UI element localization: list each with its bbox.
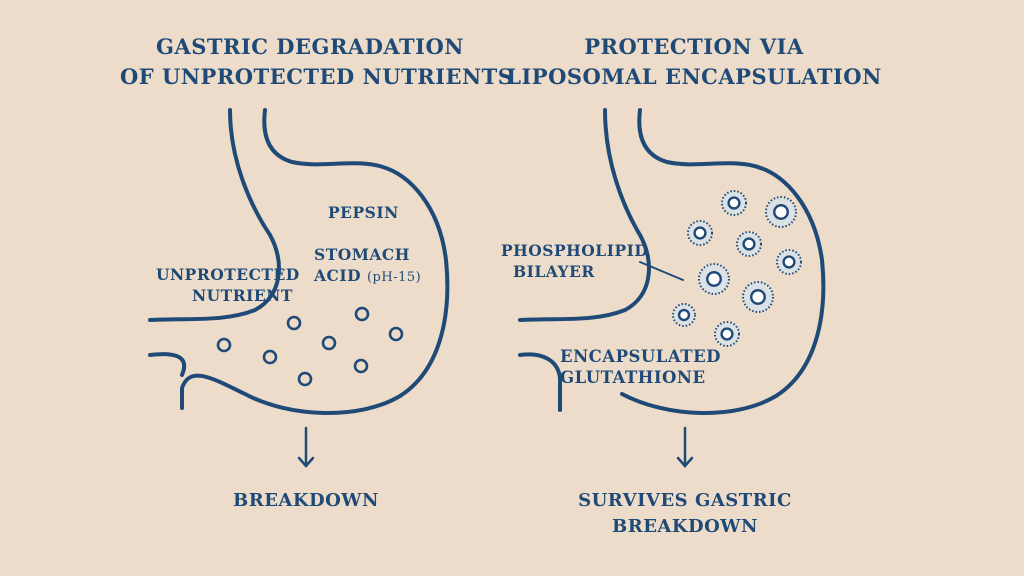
- nutrient-particle: [354, 306, 370, 322]
- right-result-line1: SURVIVES GASTRIC: [578, 490, 792, 511]
- nutrient-particle: [353, 358, 369, 374]
- stomach-acid-line1: STOMACH: [314, 245, 410, 264]
- right-esophagus-inner: [620, 108, 826, 416]
- left-result-label: BREAKDOWN: [233, 490, 379, 511]
- left-esophagus-outer: [148, 108, 281, 322]
- stomach-acid-ph: (pH-15): [366, 270, 422, 285]
- bilayer-pointer-line: [639, 261, 684, 281]
- encapsulated-line2: GLUTATHIONE: [560, 368, 706, 387]
- nutrient-particle: [286, 315, 302, 331]
- unprotected-nutrient-line1: UNPROTECTED: [156, 265, 300, 284]
- right-title-line2: LIPOSOMAL ENCAPSULATION: [506, 64, 882, 89]
- left-down-arrow: [297, 426, 315, 468]
- liposome: [714, 321, 740, 347]
- nutrient-particle: [262, 349, 278, 365]
- phospholipid-line2: BILAYER: [513, 262, 595, 281]
- right-result-line2: BREAKDOWN: [612, 516, 758, 537]
- nutrient-particle: [321, 335, 337, 351]
- encapsulated-glutathione-label: ENCAPSULATED GLUTATHIONE: [560, 346, 721, 388]
- left-nutrient-group: [216, 306, 404, 387]
- right-result-label: SURVIVES GASTRIC BREAKDOWN: [565, 488, 805, 540]
- liposome: [672, 303, 696, 327]
- stomach-acid-line2: ACID (pH-15): [314, 265, 421, 288]
- stomach-acid-label: STOMACH ACID (pH-15): [314, 244, 421, 288]
- left-stomach: [148, 108, 450, 416]
- right-esophagus-outer: [518, 108, 651, 322]
- liposome: [742, 281, 774, 313]
- right-liposome-group: [672, 190, 802, 347]
- unprotected-nutrient-label: UNPROTECTED NUTRIENT: [156, 264, 300, 306]
- unprotected-nutrient-line2: NUTRIENT: [192, 286, 293, 305]
- left-panel-title: GASTRIC DEGRADATION OF UNPROTECTED NUTRI…: [120, 32, 514, 92]
- stomach-acid-word: ACID: [314, 266, 362, 285]
- liposome: [698, 263, 730, 295]
- nutrient-particle: [297, 371, 313, 387]
- right-panel-title: PROTECTION VIA LIPOSOMAL ENCAPSULATION: [504, 32, 884, 92]
- nutrient-particle: [388, 326, 404, 342]
- encapsulated-line1: ENCAPSULATED: [560, 347, 721, 366]
- liposome: [687, 220, 713, 246]
- left-title-line1: GASTRIC DEGRADATION: [155, 34, 464, 59]
- left-esophagus-inner: [180, 108, 450, 416]
- right-down-arrow: [676, 426, 694, 468]
- liposome: [765, 196, 797, 228]
- right-title-line1: PROTECTION VIA: [584, 34, 804, 59]
- left-duodenum: [148, 352, 186, 377]
- right-duodenum: [518, 352, 562, 412]
- pepsin-label: PEPSIN: [328, 203, 399, 222]
- phospholipid-bilayer-label: PHOSPHOLIPID BILAYER: [501, 240, 648, 282]
- phospholipid-line1: PHOSPHOLIPID: [501, 241, 649, 260]
- liposome: [776, 249, 802, 275]
- nutrient-particle: [216, 337, 232, 353]
- right-stomach: [518, 108, 826, 416]
- liposome: [721, 190, 747, 216]
- liposome: [736, 231, 762, 257]
- left-title-line2: OF UNPROTECTED NUTRIENTS: [120, 64, 514, 89]
